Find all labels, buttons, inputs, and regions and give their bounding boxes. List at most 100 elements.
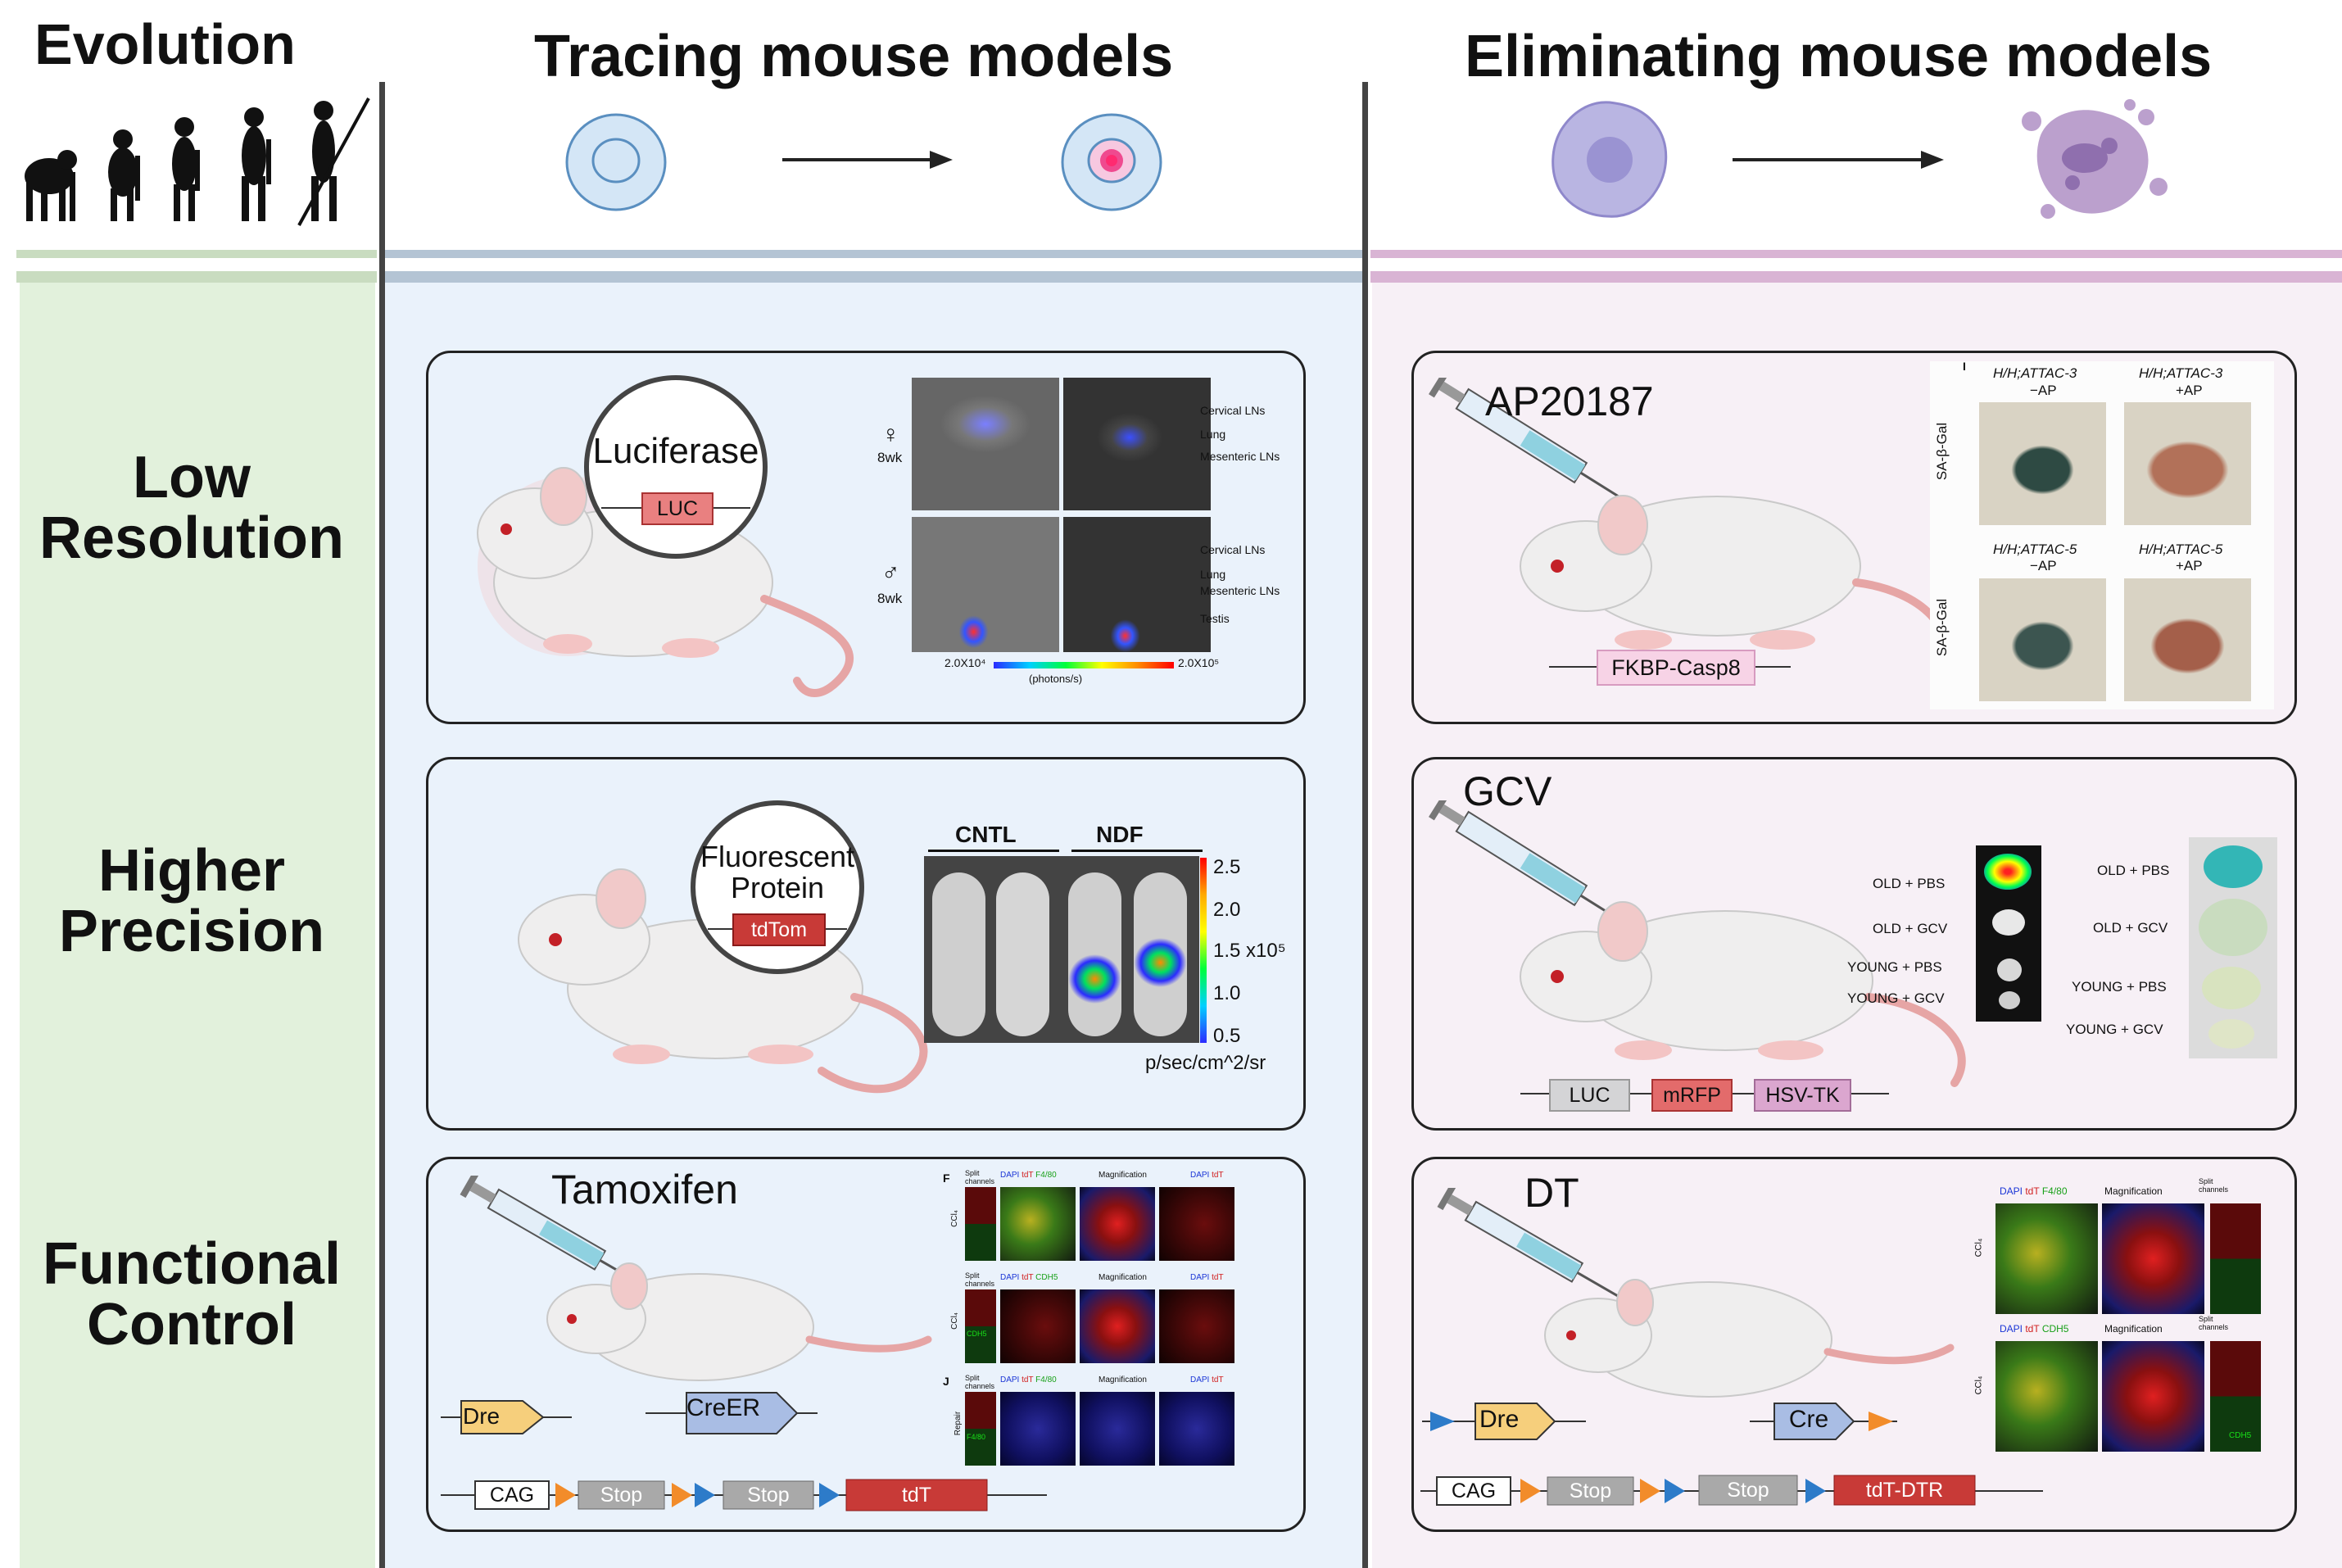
cre-label: Cre xyxy=(1788,1406,1829,1433)
panel-gcv: GCV LUC mRFP HSV-TK OLD + PBS OLD + GCV … xyxy=(1411,757,2297,1131)
group-label: YOUNG + PBS xyxy=(2072,979,2167,995)
split-channel-tile xyxy=(2210,1203,2261,1314)
stain-name: tdT xyxy=(1212,1375,1224,1384)
micrograph-tile xyxy=(1080,1392,1155,1466)
organ-label: Mesenteric LNs xyxy=(1200,450,1280,463)
micrograph-tile xyxy=(1995,1341,2098,1452)
gene-mrfp: mRFP xyxy=(1651,1079,1733,1112)
figure-letter-f: F xyxy=(943,1171,950,1185)
stain-name: CDH5 xyxy=(1035,1273,1058,1282)
stain-label: DAPI tdT F4/80 xyxy=(1000,1171,1057,1180)
micrograph-tile xyxy=(1000,1392,1076,1466)
human-evolution-icon xyxy=(25,97,370,226)
column-header: +AP xyxy=(2176,558,2203,573)
sabgal-tile xyxy=(1979,578,2106,701)
split-channel-tile xyxy=(2210,1341,2261,1452)
micrograph-tile xyxy=(1080,1289,1155,1363)
row-label: Repair xyxy=(954,1411,963,1436)
stain-label: DAPI tdT xyxy=(1190,1375,1224,1384)
sabgal-tile xyxy=(2124,402,2251,525)
creer-label: CreER xyxy=(686,1394,760,1421)
magnification-label: Magnification xyxy=(1099,1171,1147,1180)
column-header: −AP xyxy=(2030,558,2057,573)
row-label: CCl₄ xyxy=(949,1312,959,1330)
split-channels-label: Split channels xyxy=(965,1271,995,1288)
drug-ap20187: AP20187 xyxy=(1485,378,1654,424)
divider-middle xyxy=(1362,82,1368,1568)
mouse-silhouette xyxy=(1134,872,1187,1036)
evolution-column-bg xyxy=(20,283,375,1568)
panel-fluorescent-protein: Fluorescent Protein tdTom CNTL NDF 2.5 2… xyxy=(426,757,1306,1131)
dre-gene-element xyxy=(1422,1403,1586,1440)
bli-organ-image xyxy=(1976,845,2041,1022)
organ-spot xyxy=(2208,1019,2254,1049)
construct-stop-2: Stop xyxy=(747,1484,790,1507)
group-label: OLD + GCV xyxy=(1873,921,1948,936)
row-label-low-resolution: Low Resolution xyxy=(20,447,364,569)
fluorescence-image xyxy=(924,856,1199,1043)
elim-band xyxy=(1370,250,2342,283)
divider-left xyxy=(379,82,385,1568)
gene-tdtom: tdTom xyxy=(732,913,826,946)
group-line xyxy=(1071,850,1203,852)
mouse-icon xyxy=(546,1262,932,1381)
stain-label: DAPI tdT F4/80 xyxy=(1000,1375,1057,1384)
split-channels-label: Split channels xyxy=(965,1169,995,1185)
figure-letter-i: I xyxy=(1963,360,1966,373)
row-label: CCl₄ xyxy=(1973,1238,1984,1258)
female-age: 8wk xyxy=(877,450,903,465)
stain-name: DAPI xyxy=(1000,1375,1022,1384)
macrophage-cell-icon xyxy=(1552,101,1668,218)
row-label-higher-precision: Higher Precision xyxy=(20,841,364,962)
micrograph-tile xyxy=(2102,1203,2204,1314)
drug-tamoxifen: Tamoxifen xyxy=(551,1167,738,1212)
row-label-functional-control: Functional Control xyxy=(20,1234,364,1355)
construct-cag: CAG xyxy=(489,1484,535,1507)
stain-name: tdT xyxy=(1022,1273,1036,1282)
scale-tick: 1.0 xyxy=(1213,982,1241,1004)
micrograph-tile xyxy=(1159,1187,1234,1261)
gene-luc: LUC xyxy=(641,492,713,525)
magnification-label: Magnification xyxy=(2104,1185,2163,1197)
panel-tamoxifen: Tamoxifen Dre CreER CAG Stop Stop tdT F … xyxy=(426,1157,1306,1532)
column-header: +AP xyxy=(2176,383,2203,398)
group-label: YOUNG + GCV xyxy=(2066,1022,2163,1037)
scale-tick: 2.5 xyxy=(1213,856,1241,878)
scale-tick: 2.0 xyxy=(1213,899,1241,921)
gene-hsv-tk: HSV-TK xyxy=(1754,1079,1851,1112)
column-header: H/H;ATTAC-5 xyxy=(1993,542,2077,557)
gene-fkbp-casp8: FKBP-Casp8 xyxy=(1597,650,1755,686)
stain-name: tdT xyxy=(1212,1171,1224,1180)
organ-spot xyxy=(2202,967,2261,1009)
bli-image-female-2 xyxy=(1063,378,1211,510)
lens-title-1: Fluorescent xyxy=(700,840,855,873)
group-label: YOUNG + PBS xyxy=(1847,959,1942,975)
cell-unlabeled-icon xyxy=(565,113,667,211)
bli-image-male-1 xyxy=(912,517,1059,652)
split-channels-label: Split channels xyxy=(2199,1315,2229,1331)
row-label-line: Resolution xyxy=(39,505,344,571)
tracing-header: Tracing mouse models xyxy=(534,24,1174,89)
panel-luciferase: Luciferase LUC ♀ 8wk ♂ 8wk Cervical LNs … xyxy=(426,351,1306,724)
stain-name: F4/80 xyxy=(1035,1375,1057,1384)
micrograph-tile xyxy=(1000,1187,1076,1261)
stain-name: tdT xyxy=(1022,1375,1036,1384)
stain-name: tdT xyxy=(1212,1273,1224,1282)
dre-label: Dre xyxy=(1479,1406,1520,1433)
row-label: SA-β-Gal xyxy=(1934,598,1950,657)
magnification-label: Magnification xyxy=(1099,1273,1147,1282)
sabgal-tile xyxy=(1979,402,2106,525)
magnification-label: Magnification xyxy=(1099,1375,1147,1384)
eliminating-header: Eliminating mouse models xyxy=(1465,24,2213,89)
stain-name: DAPI xyxy=(2000,1185,2026,1197)
inset-label: CDH5 xyxy=(2229,1431,2252,1440)
micrograph-tile xyxy=(1159,1392,1234,1466)
group-label: YOUNG + GCV xyxy=(1847,990,1945,1006)
stain-name: DAPI xyxy=(1000,1273,1022,1282)
split-channel-tile xyxy=(965,1187,996,1261)
stain-label: DAPI tdT CDH5 xyxy=(1000,1273,1058,1282)
organ-label: Lung xyxy=(1200,428,1226,441)
dre-label: Dre xyxy=(463,1403,501,1429)
construct-tdt: tdT xyxy=(901,1484,932,1507)
